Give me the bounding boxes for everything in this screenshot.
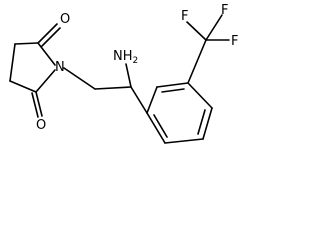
benzene-ring [146,82,213,144]
bond-ch2-to-ch [94,86,132,90]
bond-upper-carbonyl-carbon-to-n [37,42,56,66]
amine-label: NH2 [113,49,138,66]
bond-benzene-1 [146,86,158,114]
bond-benzene-6 [146,112,166,144]
carbonyl-bottom [31,91,43,118]
oxygen-bottom-label: O [36,118,46,133]
bond-ch-to-nh2 [125,63,132,88]
bond-benzene-2 [156,82,189,88]
bond-ring-top [14,42,39,45]
bond-co-top-b [41,27,61,47]
bond-co-top-a [37,23,58,44]
bond-ch-to-ring [130,86,148,114]
bond-n-to-ch2 [63,67,96,90]
fluorine-right-label: F [231,34,238,49]
bond-ring-bottom [9,80,37,93]
bond-benzene-5 [164,138,204,144]
bond-benzene-inner-3 [153,114,168,138]
bond-lower-carbonyl-carbon-to-n [35,69,56,93]
bond-benzene-3 [187,82,213,109]
bond-benzene-4 [202,107,213,140]
bond-ring-left [9,43,16,82]
oxygen-top-label: O [60,12,70,27]
fluorine-top-left-label: F [181,9,188,24]
bond-co-bottom-b [31,92,39,118]
fluorine-top-right-label: F [221,3,228,18]
amine-nh-label: NH [113,49,133,64]
succinimide-ring [9,42,56,93]
ring-nitrogen-label: N [55,60,65,75]
bond-co-bottom-a [35,91,43,117]
bond-benzene-inner-2 [197,109,206,135]
bond-benzene-inner-1 [161,88,185,93]
bond-c-to-f-top-left [186,21,207,41]
bond-ring-to-cf3 [187,39,207,84]
bond-c-to-f-top-right [205,14,223,41]
amine-subscript-label: 2 [133,56,139,66]
carbonyl-top [37,23,61,47]
chemical-structure-diagram: O O N NH2 F F F [9,3,238,144]
